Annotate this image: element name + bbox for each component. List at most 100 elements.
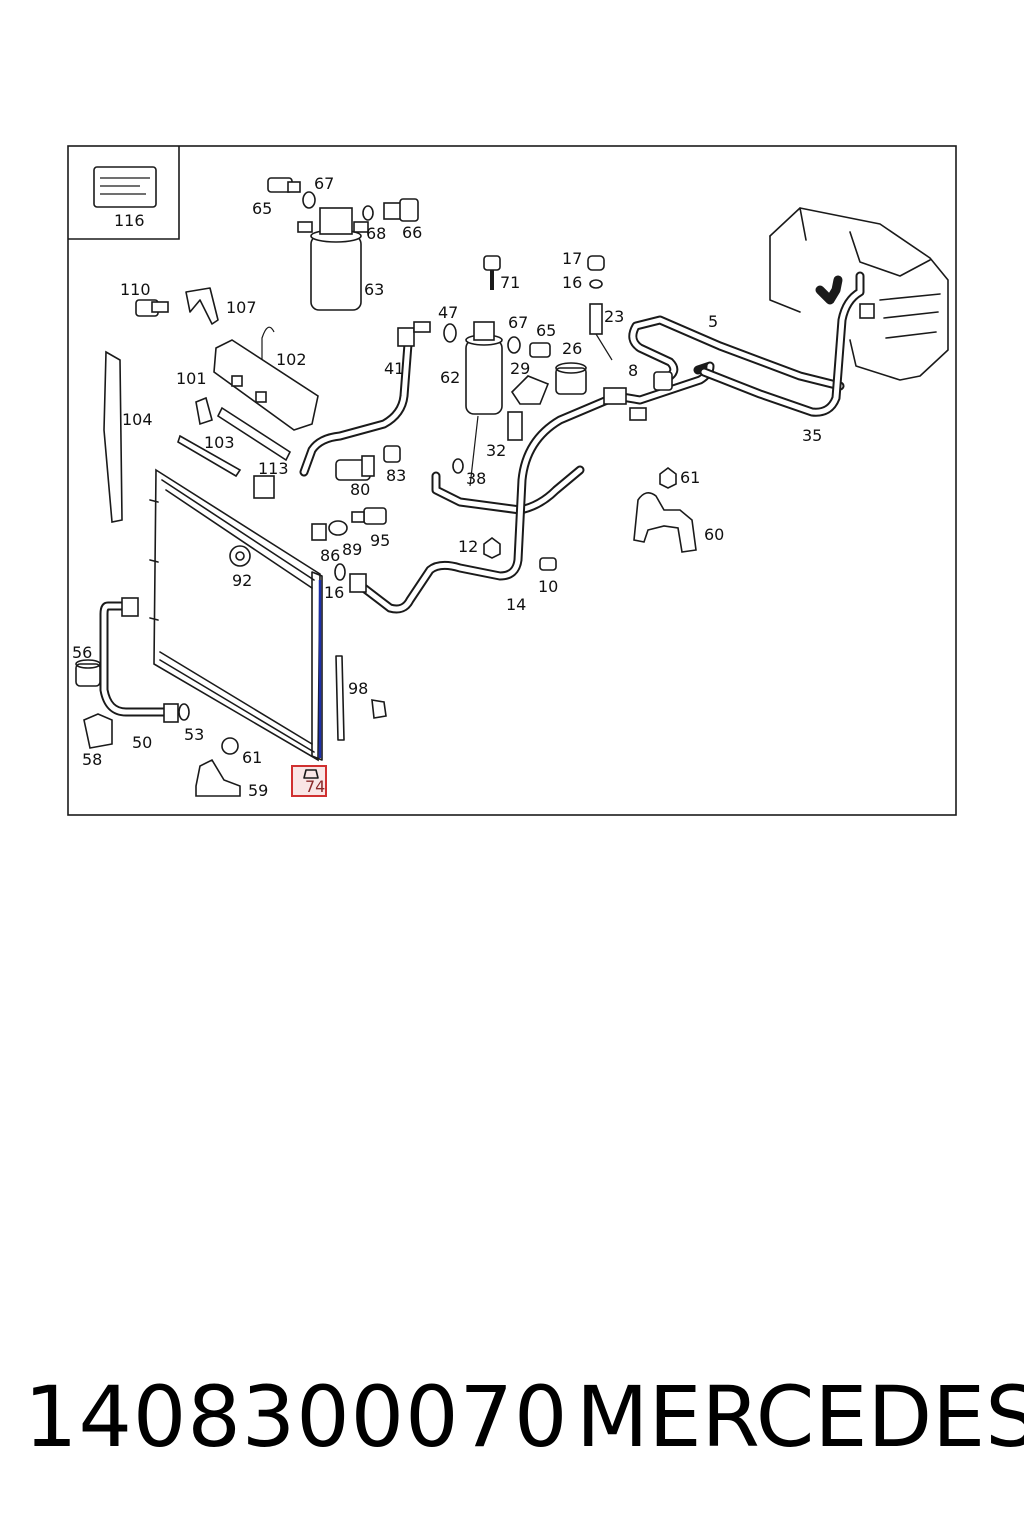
part-label: 63 [364, 280, 384, 299]
damper-26[interactable] [555, 362, 587, 395]
nut-92[interactable] [229, 545, 251, 567]
switch-65b[interactable] [529, 342, 551, 358]
clip-86[interactable] [311, 523, 327, 541]
pipe-14[interactable] [349, 393, 617, 614]
nut-12[interactable] [483, 537, 501, 559]
part-label: 107 [226, 298, 257, 317]
pipe-38[interactable] [431, 465, 585, 515]
bolt-71[interactable] [483, 255, 501, 290]
highlight-label-74: 74 [305, 777, 325, 796]
part-label: 61 [680, 468, 700, 487]
drain-plug-74 [303, 769, 319, 779]
wire-102 [261, 326, 275, 360]
seal-ring-16b [334, 563, 346, 581]
part-label: 67 [508, 313, 528, 332]
part-label: 17 [562, 249, 582, 268]
pressure-switch-65[interactable] [267, 177, 301, 193]
part-label: 104 [122, 410, 153, 429]
part-label: 65 [536, 321, 556, 340]
part-label: 101 [176, 369, 207, 388]
legend-box [68, 146, 180, 240]
clamp-60[interactable] [633, 492, 697, 553]
part-label: 56 [72, 643, 92, 662]
leader-32 [469, 415, 479, 487]
highlight-box-74[interactable] [291, 765, 327, 797]
part-label: 41 [384, 359, 404, 378]
nut-61-lower[interactable] [221, 737, 239, 755]
bracket-59[interactable] [195, 758, 241, 797]
part-label: 8 [628, 361, 638, 380]
part-label: 98 [348, 679, 368, 698]
part-label: 65 [252, 199, 272, 218]
air-guide-104[interactable] [103, 350, 123, 523]
receiver-drier-63[interactable] [297, 207, 369, 311]
brand-name: MERCEDES [576, 1368, 1024, 1466]
part-label: 103 [204, 433, 235, 452]
part-label: 67 [314, 174, 334, 193]
seal-ring-16a [589, 279, 603, 289]
bracket-107[interactable] [185, 287, 219, 325]
valve-10[interactable] [539, 557, 557, 571]
part-label: 116 [114, 211, 145, 230]
nut-83[interactable] [383, 445, 401, 463]
document-icon [93, 166, 157, 208]
bolt-32[interactable] [507, 411, 523, 441]
part-label: 60 [704, 525, 724, 544]
fitting-80[interactable] [335, 455, 375, 481]
clip-101[interactable] [195, 396, 213, 426]
part-label: 66 [402, 223, 422, 242]
clip-113[interactable] [253, 475, 275, 499]
part-label: 14 [506, 595, 526, 614]
part-label: 10 [538, 577, 558, 596]
pipe-50[interactable] [99, 597, 179, 723]
pipe-41[interactable] [299, 321, 431, 477]
receiver-drier-62[interactable] [465, 321, 503, 415]
part-label: 113 [258, 459, 289, 478]
bracket-98[interactable] [335, 655, 387, 741]
seal-ring-68 [362, 205, 374, 221]
nut-61-upper[interactable] [659, 467, 677, 489]
seal-ring-47 [443, 323, 457, 343]
valve-95[interactable] [351, 507, 387, 525]
part-label: 68 [366, 224, 386, 243]
switch-66[interactable] [383, 198, 419, 222]
part-number: 1408300070 [24, 1368, 569, 1466]
part-label: 53 [184, 725, 204, 744]
part-label: 83 [386, 466, 406, 485]
part-label: 102 [276, 350, 307, 369]
damper-56[interactable] [75, 659, 101, 687]
bracket-58[interactable] [83, 713, 113, 749]
seal-strip-103[interactable] [177, 406, 292, 478]
bracket-29[interactable] [510, 375, 550, 405]
pipe-35[interactable] [699, 271, 865, 417]
condenser[interactable] [149, 468, 323, 762]
cap-17[interactable] [587, 255, 605, 271]
part-label: 35 [802, 426, 822, 445]
part-label: 86 [320, 546, 340, 565]
leader-23 [595, 333, 613, 361]
seal-89 [328, 520, 348, 536]
pipe-5b[interactable] [815, 275, 843, 305]
part-label: 62 [440, 368, 460, 387]
pipe-5[interactable] [628, 315, 845, 391]
seal-ring-38 [452, 458, 464, 474]
seal-ring-67b [507, 336, 521, 354]
valve-23[interactable] [589, 303, 603, 335]
seal-ring-67 [302, 191, 316, 209]
part-label: 32 [486, 441, 506, 460]
part-label: 61 [242, 748, 262, 767]
cover-102[interactable] [213, 339, 319, 431]
part-label: 59 [248, 781, 268, 800]
part-label: 95 [370, 531, 390, 550]
part-label: 80 [350, 480, 370, 499]
part-label: 5 [708, 312, 718, 331]
bolt-110[interactable] [135, 299, 169, 317]
part-label: 29 [510, 359, 530, 378]
seal-ring-53 [178, 703, 190, 721]
part-label: 47 [438, 303, 458, 322]
part-label: 71 [500, 273, 520, 292]
part-label: 89 [342, 540, 362, 559]
evaporator-housing [769, 207, 949, 381]
part-label: 92 [232, 571, 252, 590]
